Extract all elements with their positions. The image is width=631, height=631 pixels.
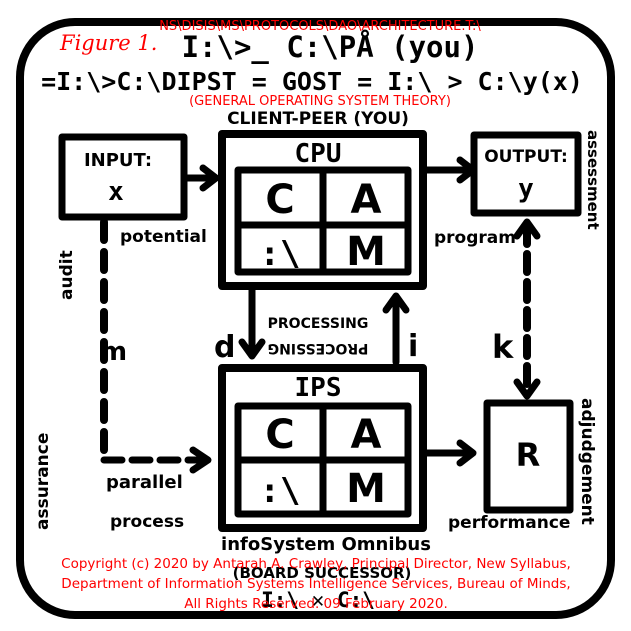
client-peer-label: CLIENT-PEER (YOU) [227,109,409,129]
assurance-label: assurance [33,433,53,530]
k-label: k [492,328,514,366]
ips-cell-drive: :\ [260,471,301,511]
program-label: program [434,228,516,248]
board-successor-label: (BOARD SUCCESSOR) [233,564,412,582]
ips-label: IPS [295,373,342,403]
cpu-box [218,130,427,290]
infosystem-label: infoSystem Omnibus [221,534,431,555]
ips-cell-c: C [265,412,294,458]
figure-label: Figure 1. [59,31,157,55]
processing-label: PROCESSING [268,316,369,332]
input-variable: x [108,177,124,207]
arrowhead-ips-to-r [456,439,477,467]
copyright-line-2: Department of Information Systems Intell… [61,576,570,592]
theory-text: (GENERAL OPERATING SYSTEM THEORY) [189,94,451,109]
arrowhead-to-r [513,378,541,400]
formula-line-2: =I:\>C:\DIPST = GOST = I:\ > C:\y(x) [41,67,583,96]
output-variable: y [518,174,534,204]
adjudgement-label: adjudgement [577,398,597,525]
cpu-label: CPU [295,139,342,169]
processing-mirrored-label: PROCESSING [268,340,369,356]
arrowhead-cpu-to-ips [238,338,266,360]
ips-box [218,364,427,532]
outer-frame [16,18,615,619]
arrowhead-to-output [513,218,541,240]
assessment-label: assessment [584,130,602,230]
arrowhead-ips-to-cpu [382,292,410,314]
copyright-line-1: Copyright (c) 2020 by Antarah A. Crawley… [61,556,571,572]
input-label: INPUT: [84,150,152,171]
performance-label: performance [448,513,570,533]
potential-label: potential [120,227,207,247]
m-label: m [100,337,127,367]
parallel-label: parallel [106,472,183,493]
cpu-cell-drive: :\ [260,234,301,274]
cpu-cell-a: A [351,177,382,223]
output-box [470,131,582,217]
cpu-cell-c: C [265,177,294,223]
footer-logo-text: I:\ ✕ C:\ [261,588,375,612]
path-text: NS\DISIS\MS\PROTOCOLS\DAO\ARCHITECTURE.T… [159,19,481,34]
arrowhead-parallel-to-ips [189,446,212,474]
i-label: i [408,329,418,364]
r-label: R [516,436,541,474]
ips-cell-m: M [346,466,386,512]
audit-label: audit [57,250,77,300]
process-label: process [110,512,184,532]
r-box [483,399,574,514]
output-label: OUTPUT: [484,147,568,167]
arrowhead-input-to-cpu [199,164,220,192]
copyright-line-3: All Rights Reserved. 09 February 2020. [184,596,448,612]
formula-line-1: I:\>_ C:\PÅ (you) [182,30,479,64]
d-label: d [214,330,235,365]
cpu-cell-m: M [346,229,386,275]
ips-cell-a: A [351,412,382,458]
